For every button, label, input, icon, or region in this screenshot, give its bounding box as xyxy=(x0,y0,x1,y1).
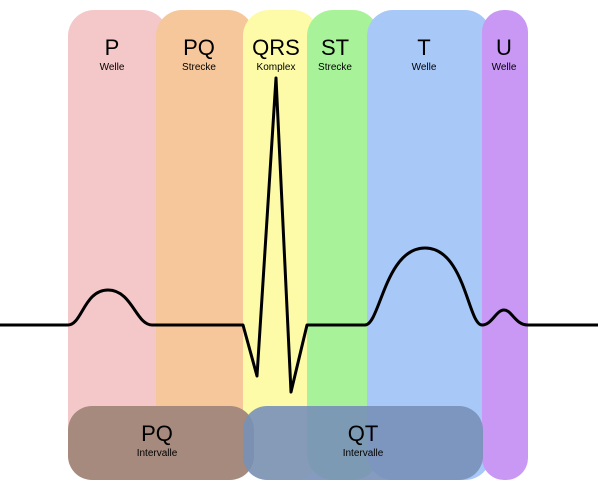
interval-subtitle-pq: Intervalle xyxy=(137,448,178,459)
interval-bar-qt xyxy=(243,406,483,480)
ecg-waveform xyxy=(0,76,598,394)
segment-title-st: ST xyxy=(321,35,349,60)
segment-title-u: U xyxy=(496,35,512,60)
interval-subtitle-qt: Intervalle xyxy=(343,448,384,459)
segment-subtitle-u: Welle xyxy=(492,62,517,73)
segment-title-t: T xyxy=(417,35,430,60)
segment-subtitle-t: Welle xyxy=(412,62,437,73)
interval-title-qt: QT xyxy=(348,421,379,446)
interval-bars: PQ Intervalle QT Intervalle xyxy=(68,406,483,480)
segment-band-qrs xyxy=(243,10,319,480)
segment-subtitle-pq: Strecke xyxy=(182,62,216,73)
segment-bands xyxy=(68,10,528,480)
segment-title-qrs: QRS xyxy=(252,35,300,60)
segment-band-pq xyxy=(156,10,254,480)
segment-band-t xyxy=(367,10,491,480)
segment-title-pq: PQ xyxy=(183,35,215,60)
segment-subtitle-p: Welle xyxy=(100,62,125,73)
segment-band-st xyxy=(307,10,379,480)
segment-subtitle-st: Strecke xyxy=(318,62,352,73)
segment-labels: P Welle PQ Strecke QRS Komplex ST Streck… xyxy=(100,35,517,73)
segment-band-p xyxy=(68,10,168,480)
segment-subtitle-qrs: Komplex xyxy=(257,62,296,73)
interval-title-pq: PQ xyxy=(141,421,173,446)
segment-band-u xyxy=(482,10,528,480)
segment-title-p: P xyxy=(105,35,120,60)
interval-bar-pq xyxy=(68,406,254,480)
